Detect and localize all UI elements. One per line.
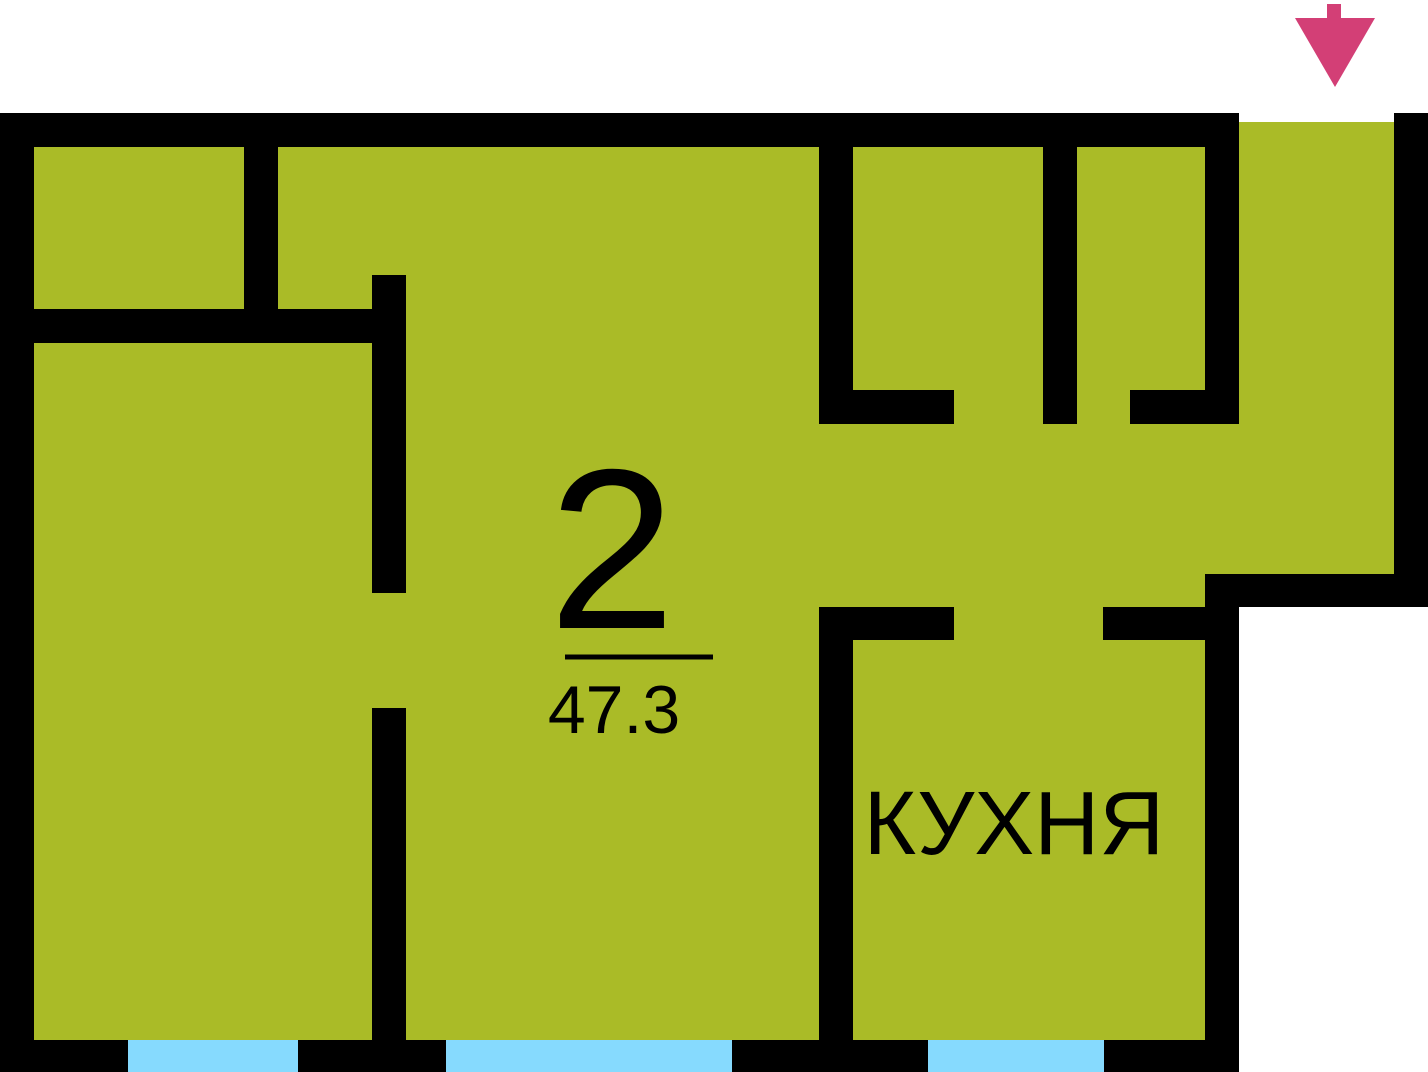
floor-main (34, 146, 1206, 1042)
wall-bath-middle (1043, 113, 1077, 424)
wall-kitchen-top-left (819, 607, 954, 640)
window-left (128, 1040, 298, 1072)
wall-bath-right (1205, 113, 1239, 424)
kitchen-label: КУХНЯ (864, 774, 1165, 874)
wall-bath-left (819, 113, 853, 424)
wall-partition-lower (372, 708, 406, 1072)
rooms-count: 2 (549, 423, 676, 677)
wall-bath-bottom-left (819, 390, 954, 424)
floor-area (34, 122, 1396, 1042)
wall-right-step (1205, 574, 1428, 607)
windows (128, 1040, 1104, 1072)
wall-left (0, 113, 34, 1072)
apartment-area: 47.3 (548, 672, 680, 748)
wall-right-upper (1394, 113, 1428, 607)
wall-closet-vertical (244, 113, 278, 343)
entrance-arrow-head (1295, 18, 1375, 87)
walls (0, 113, 1428, 1072)
wall-top (0, 113, 1239, 147)
wall-right-lower (1205, 574, 1239, 1072)
window-kitchen (928, 1040, 1104, 1072)
wall-partition-upper (372, 275, 406, 593)
wall-closet-horizontal (0, 309, 406, 343)
wall-kitchen-top-right (1103, 607, 1239, 640)
wall-kitchen-left (819, 607, 853, 1072)
window-middle (446, 1040, 732, 1072)
arrow-down-icon (1295, 4, 1375, 87)
wall-bottom-1 (0, 1040, 128, 1072)
entrance-arrow-stem (1327, 4, 1341, 22)
